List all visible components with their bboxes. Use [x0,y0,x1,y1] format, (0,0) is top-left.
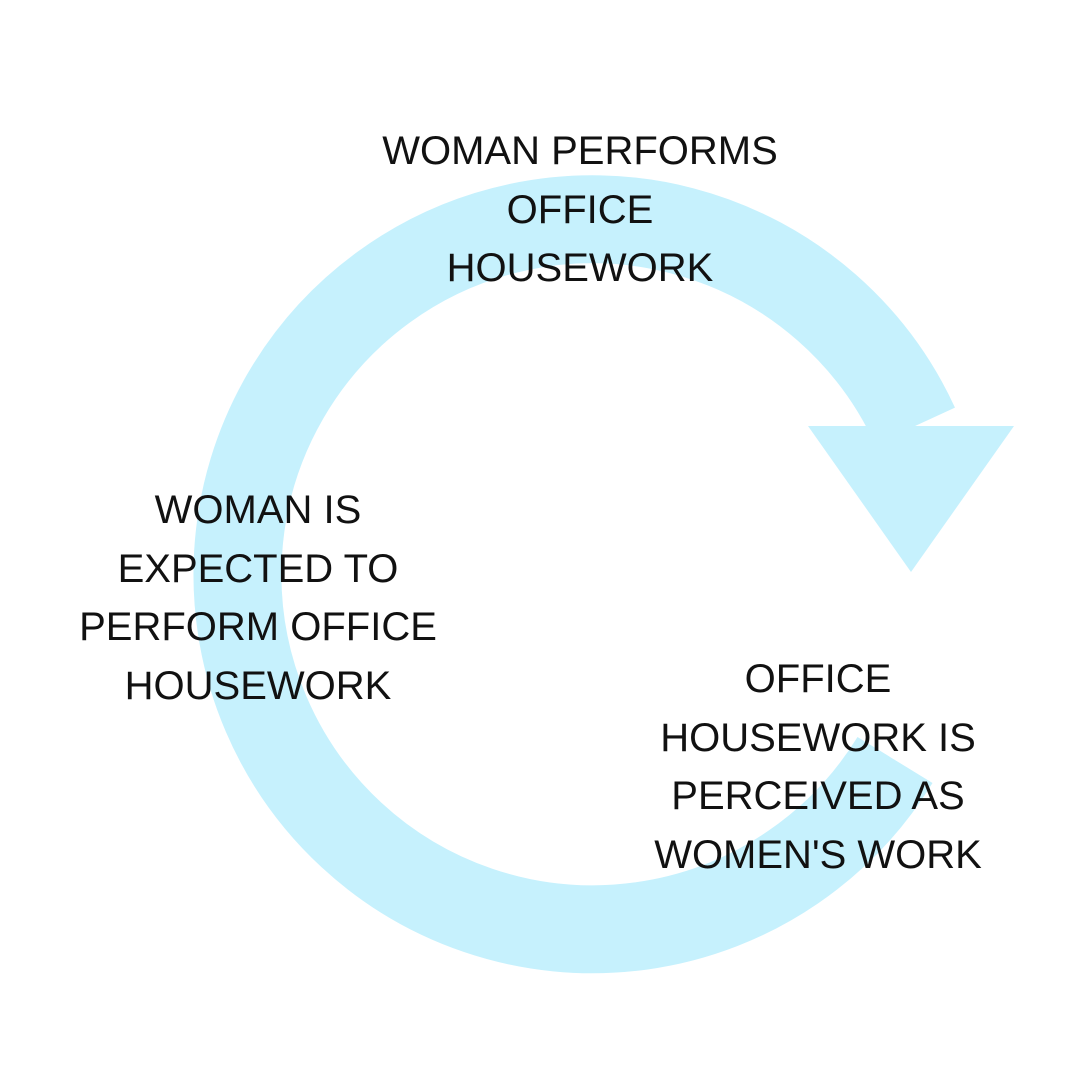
node-label-line: HOUSEWORK [124,663,392,708]
cycle-arrow-ring [193,175,955,974]
node-label-line: EXPECTED TO [117,546,399,591]
node-label-line: PERFORM OFFICE [79,605,437,649]
node-label-line: HOUSEWORK [446,246,714,290]
node-label-line: HOUSEWORK IS [660,715,976,760]
node-label-line: OFFICE [744,657,892,701]
node-label-line: PERCEIVED AS [671,774,965,818]
node-label-line: WOMAN PERFORMS [382,129,778,173]
node-label-line: OFFICE [506,187,654,232]
node-label-woman-performs-office-housework: WOMAN PERFORMS OFFICE HOUSEWORK [330,122,830,298]
node-label-line: WOMEN'S WORK [654,832,982,877]
node-label-line: WOMAN IS [154,488,362,532]
node-label-perceived-as-womens-work: OFFICE HOUSEWORK IS PERCEIVED AS WOMEN'S… [598,650,1038,884]
node-label-woman-expected-to-perform: WOMAN IS EXPECTED TO PERFORM OFFICE HOUS… [38,481,478,715]
cycle-arrow-head [808,426,1014,572]
